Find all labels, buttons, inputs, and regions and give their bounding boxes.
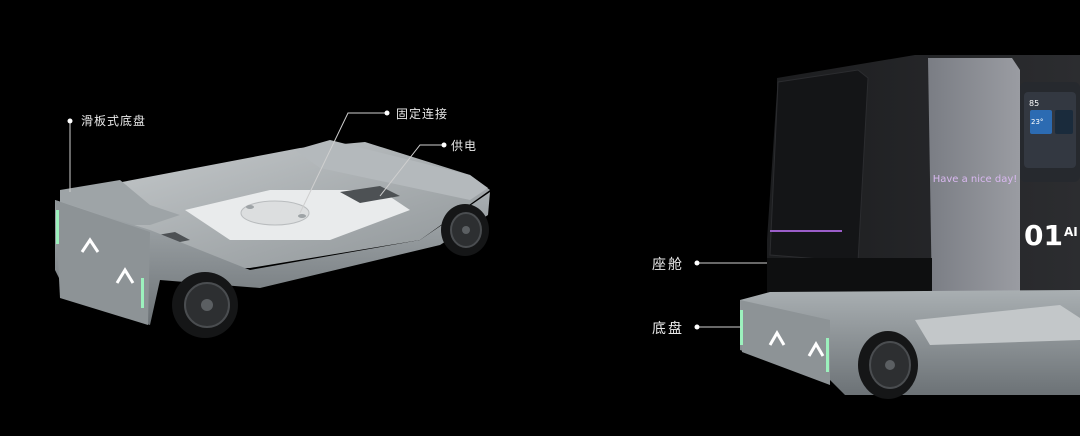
vehicle-screen-message: Have a nice day! xyxy=(933,174,1018,185)
label-fixed-connection: 固定连接 xyxy=(396,107,449,121)
annotation-dot-power xyxy=(441,142,447,148)
label-cabin: 座舱 xyxy=(652,257,684,273)
annotation-lines-right xyxy=(697,262,767,328)
vehicle-side-badge: 01 xyxy=(1024,219,1063,252)
annotation-dot-cabin xyxy=(694,260,700,266)
vehicle-side-partial-text: AI xyxy=(1064,225,1078,239)
vehicle-screen-stat-secondary: 23° xyxy=(1031,118,1043,126)
annotation-dot-skateboard xyxy=(67,118,73,124)
label-power-supply: 供电 xyxy=(451,139,478,153)
label-chassis: 底盘 xyxy=(652,321,684,337)
annotation-dot-chassis xyxy=(694,324,700,330)
vehicle-with-cabin xyxy=(740,55,1080,399)
vehicle-screen-stat-primary: 85 xyxy=(1029,99,1039,108)
chassis-body xyxy=(55,140,490,338)
label-skateboard-chassis: 滑板式底盘 xyxy=(81,114,147,128)
annotation-dot-fixed xyxy=(384,110,390,116)
annotation-lines-left xyxy=(69,112,444,214)
